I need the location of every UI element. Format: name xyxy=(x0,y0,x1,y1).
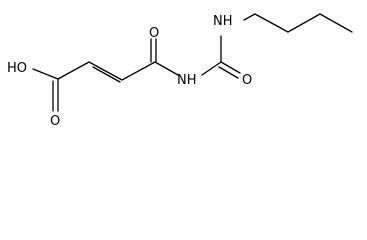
amine-nitrogen-label: NH xyxy=(213,14,233,29)
bond-butyl-1-2 xyxy=(254,13,289,33)
bond-c2-c3-b xyxy=(92,66,121,83)
hydroxyl-label: HO xyxy=(7,61,27,76)
bonds xyxy=(32,13,353,112)
urea-carbonyl-oxygen-label: O xyxy=(242,73,252,88)
molecule-drawing: HO O O NH O NH xyxy=(7,13,353,129)
bond-c4-n1 xyxy=(154,61,179,76)
bond-c3-c4 xyxy=(121,61,156,81)
bond-butyl-2-3 xyxy=(287,13,321,33)
atom-labels: HO O O NH O NH xyxy=(7,14,252,129)
acid-carbonyl-oxygen-label: O xyxy=(50,114,60,129)
imide-carbonyl-oxygen-label: O xyxy=(149,26,159,41)
bond-c5-o-double-b xyxy=(218,66,239,79)
bond-c1-oh xyxy=(32,68,59,80)
bond-c1-c2 xyxy=(57,61,90,80)
bond-butyl-3-4 xyxy=(319,13,353,33)
bond-c2-c3-a xyxy=(88,61,123,81)
structure-canvas: HO O O NH O NH xyxy=(7,13,353,129)
bond-n1-c5 xyxy=(201,61,222,76)
imide-nitrogen-label: NH xyxy=(177,73,197,88)
bond-n2-cbutyl1 xyxy=(243,13,256,21)
bond-c5-o-double-a xyxy=(220,61,241,74)
